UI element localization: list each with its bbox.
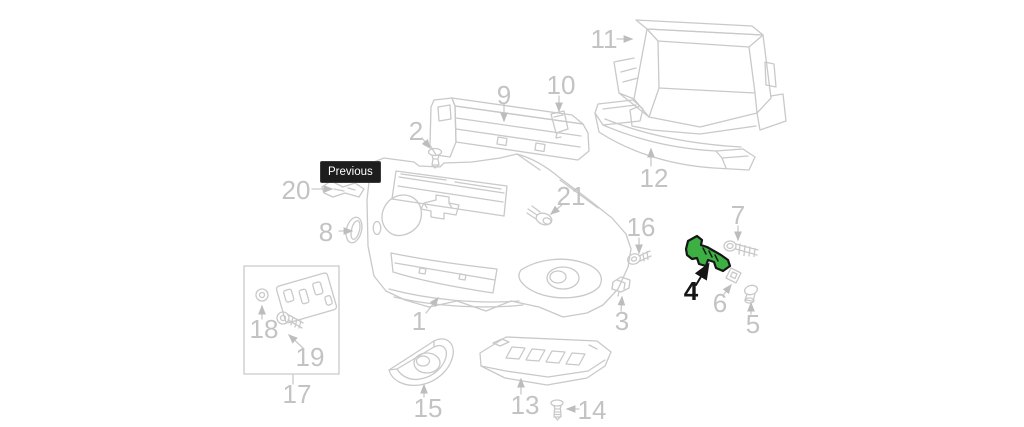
- callout-18[interactable]: 18: [249, 314, 279, 344]
- callout-1[interactable]: 1: [411, 306, 427, 336]
- callout-16[interactable]: 16: [626, 212, 656, 242]
- callout-8[interactable]: 8: [318, 217, 334, 247]
- callout-11[interactable]: 11: [590, 24, 618, 54]
- callout-7[interactable]: 7: [730, 200, 746, 230]
- part-lower-tie-bar[interactable]: [594, 99, 756, 171]
- part-push-pin-top[interactable]: [427, 147, 443, 169]
- callout-5[interactable]: 5: [745, 309, 761, 339]
- callout-12[interactable]: 12: [639, 163, 669, 193]
- callout-9[interactable]: 9: [496, 80, 512, 110]
- previous-tooltip: Previous: [320, 161, 381, 183]
- part-bracket-highlighted[interactable]: [684, 234, 732, 273]
- callout-13[interactable]: 13: [510, 390, 540, 420]
- part-radiator-support[interactable]: [613, 19, 787, 135]
- part-impact-bar[interactable]: [429, 97, 590, 161]
- part-bracket-20[interactable]: [321, 180, 365, 198]
- callout-6[interactable]: 6: [712, 288, 728, 318]
- part-license-bracket-kit[interactable]: [243, 265, 340, 375]
- part-push-pin-14[interactable]: [550, 399, 564, 421]
- part-bolt-7[interactable]: [723, 240, 759, 258]
- part-screw-16[interactable]: [626, 250, 652, 266]
- callout-14[interactable]: 14: [577, 395, 607, 425]
- part-clip-3[interactable]: [611, 276, 631, 297]
- part-bolt-21[interactable]: [526, 205, 553, 227]
- callout-arrows: [258, 35, 755, 413]
- callout-15[interactable]: 15: [413, 393, 443, 423]
- part-nut-6[interactable]: [725, 267, 742, 284]
- callout-2[interactable]: 2: [408, 116, 424, 146]
- callout-3[interactable]: 3: [614, 306, 630, 336]
- callout-10[interactable]: 10: [546, 70, 576, 100]
- previous-tooltip-label: Previous: [328, 166, 373, 178]
- callout-17[interactable]: 17: [282, 379, 312, 409]
- callout-4[interactable]: 4: [683, 276, 699, 306]
- highlight-arrow: [694, 262, 710, 286]
- callout-21[interactable]: 21: [556, 181, 586, 211]
- callout-19[interactable]: 19: [295, 342, 325, 372]
- callout-20[interactable]: 20: [281, 175, 311, 205]
- part-lower-shield[interactable]: [479, 336, 612, 386]
- part-fog-lamp-bezel[interactable]: [388, 338, 454, 387]
